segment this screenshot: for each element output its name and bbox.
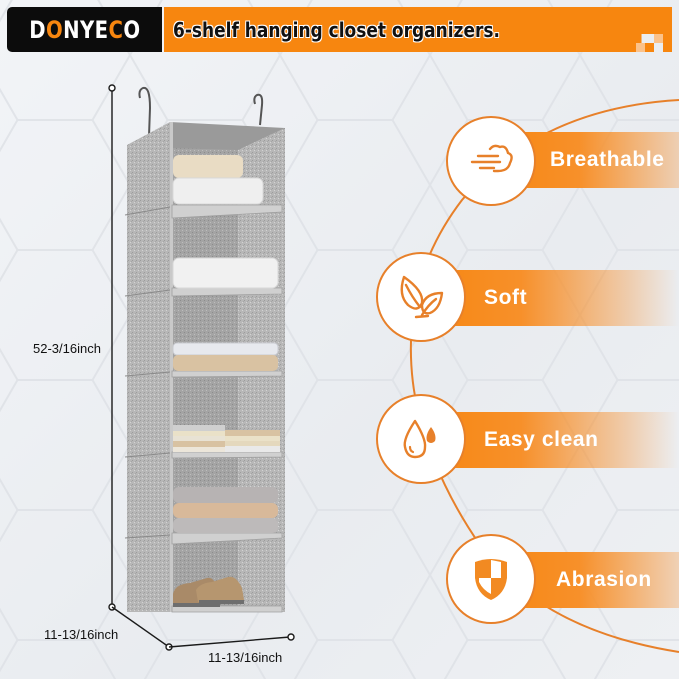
feature-label: Easy clean xyxy=(484,428,599,451)
brand-letter: E xyxy=(94,15,109,44)
feature-icon-badge xyxy=(376,394,466,484)
depth-dimension-label: 11-13/16inch xyxy=(44,627,119,642)
brand-letter: D xyxy=(28,15,46,44)
width-dimension-label: 11-13/16inch xyxy=(208,650,283,665)
hanging-organizer-image xyxy=(124,86,285,613)
feature-label: Abrasion xyxy=(556,568,652,591)
headline-text: 6-shelf hanging closet organizers. xyxy=(173,17,500,42)
decor-pixel xyxy=(654,34,663,43)
decor-pixel xyxy=(663,43,672,52)
brand-logo: DONYECO xyxy=(7,7,162,52)
water-drop-icon xyxy=(403,419,436,459)
feature-label: Breathable xyxy=(550,148,665,171)
brand-letter: C xyxy=(108,15,124,44)
decor-pixel xyxy=(645,43,654,52)
brand-letter: O xyxy=(123,15,141,44)
brand-letter: Y xyxy=(79,15,95,44)
brand-letter: O xyxy=(45,15,63,44)
brand-name: DONYECO xyxy=(29,16,140,44)
height-dimension-label: 52-3/16inch xyxy=(32,341,102,356)
wind-cloud-icon xyxy=(470,144,513,173)
feature-icon-badge xyxy=(446,534,536,624)
brand-letter: N xyxy=(62,15,80,44)
feature-label: Soft xyxy=(484,286,528,309)
shield-icon xyxy=(475,559,507,600)
feature-icon-badge xyxy=(446,116,536,206)
leaves-icon xyxy=(400,275,444,319)
feature-icon-badge xyxy=(376,252,466,342)
headline-banner: 6-shelf hanging closet organizers. xyxy=(164,7,672,52)
decor-pixel xyxy=(636,43,645,52)
decor-pixel xyxy=(663,34,672,43)
